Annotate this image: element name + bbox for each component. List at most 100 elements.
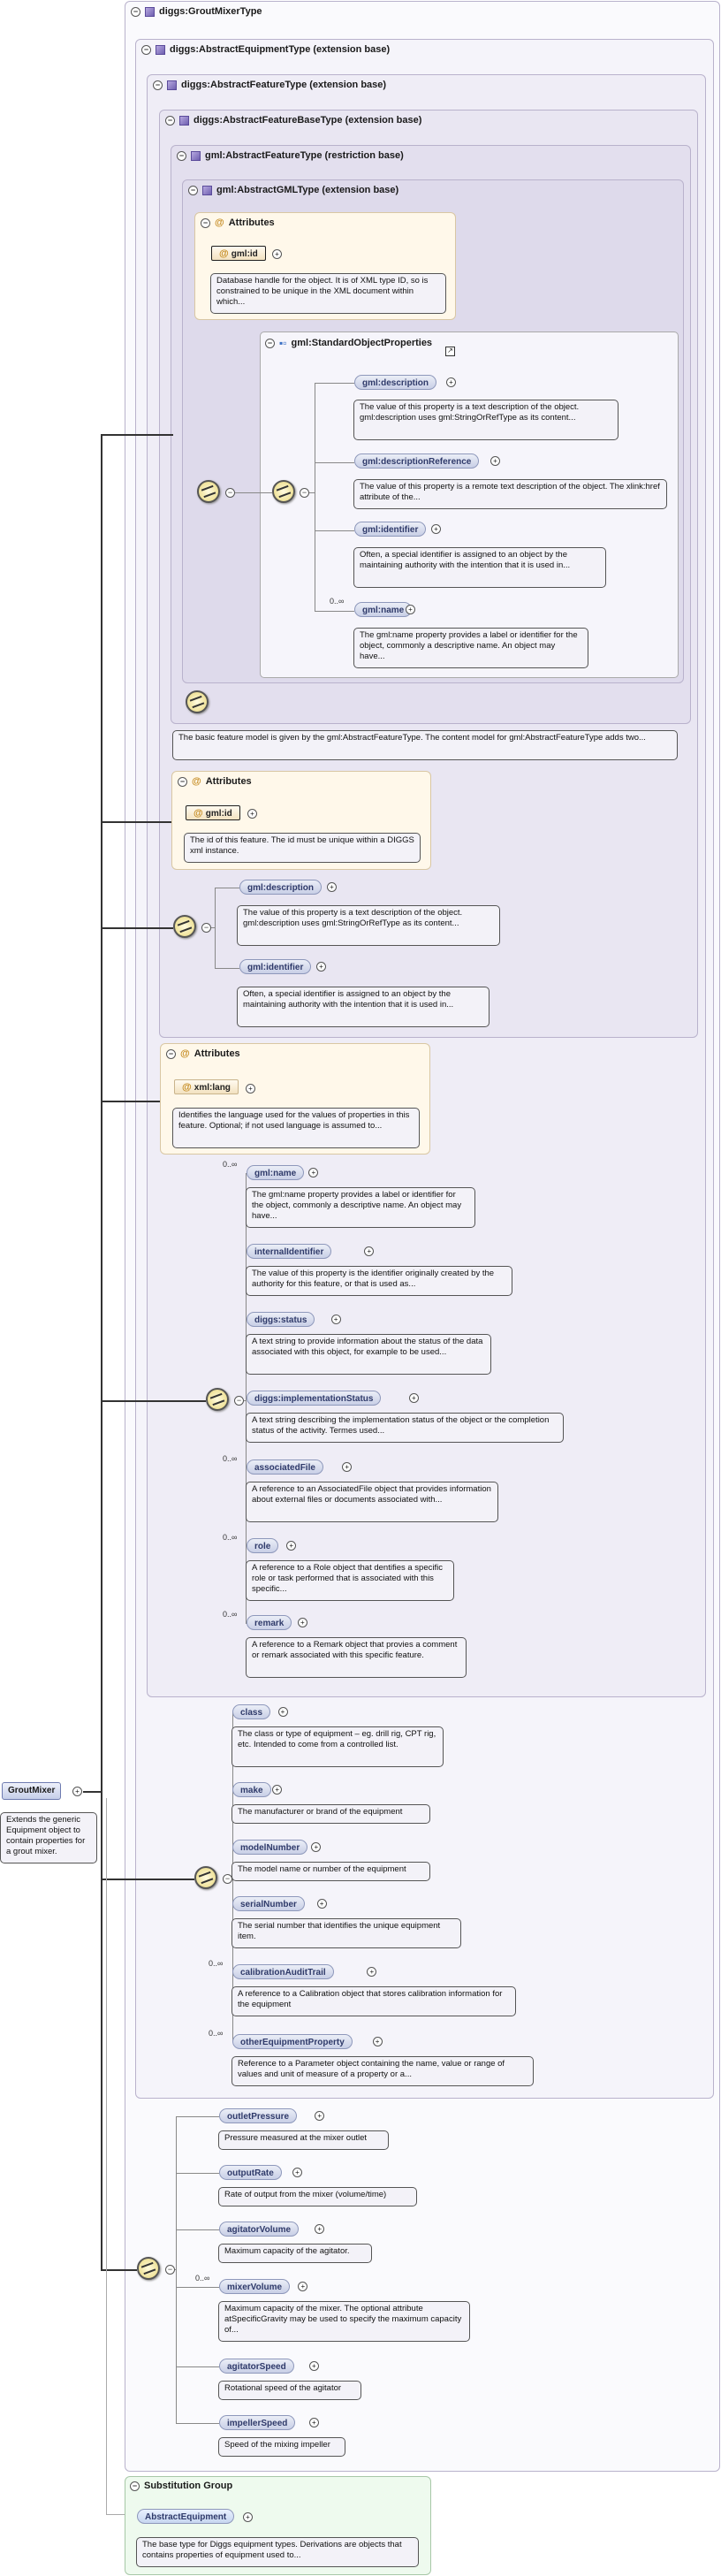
collapse-icon[interactable]: −: [201, 923, 211, 933]
remark-element[interactable]: remark: [247, 1615, 292, 1630]
sequence-compositor-icon[interactable]: [197, 480, 220, 503]
agitator-volume-element[interactable]: agitatorVolume: [219, 2222, 300, 2237]
expand-plus-icon[interactable]: +: [406, 605, 415, 614]
collapse-icon[interactable]: −: [131, 6, 140, 17]
feature-gml-description-element[interactable]: gml:description: [239, 880, 323, 895]
expand-plus-icon[interactable]: +: [408, 1393, 419, 1403]
expand-plus-icon[interactable]: +: [272, 1785, 283, 1795]
gml-name-element[interactable]: gml:name: [354, 602, 413, 617]
model-number-element[interactable]: modelNumber: [232, 1840, 308, 1855]
diggs-implementation-status-desc: A text string describing the implementat…: [246, 1413, 564, 1443]
grout-mixer-type-header[interactable]: −diggs:GroutMixerType: [131, 6, 262, 17]
serial-number-element[interactable]: serialNumber: [232, 1896, 305, 1911]
expand-plus-icon[interactable]: +: [367, 1967, 377, 1977]
attributes-header[interactable]: −@Attributes: [178, 776, 252, 787]
collapse-icon[interactable]: −: [178, 776, 187, 787]
sequence-compositor-icon[interactable]: [194, 1866, 217, 1889]
sequence-compositor-icon[interactable]: [137, 2257, 160, 2280]
expand-plus-icon[interactable]: +: [315, 2111, 325, 2121]
calibration-audit-trail-element[interactable]: calibrationAuditTrail: [232, 1964, 334, 1979]
expand-plus-icon[interactable]: +: [311, 1842, 322, 1852]
expand-plus-icon[interactable]: +: [243, 2512, 253, 2522]
feature-gml-identifier-element[interactable]: gml:identifier: [239, 959, 312, 974]
expand-plus-icon[interactable]: +: [315, 2224, 325, 2234]
attributes-header[interactable]: −@Attributes: [201, 217, 275, 228]
expand-plus-icon[interactable]: +: [364, 1246, 375, 1256]
expand-plus-icon[interactable]: +: [316, 1899, 327, 1909]
collapse-icon[interactable]: −: [225, 488, 235, 498]
xml-lang-attribute[interactable]: @ xml:lang: [174, 1079, 239, 1094]
diggs-implementation-status-element[interactable]: diggs:implementationStatus: [247, 1391, 382, 1406]
class-element[interactable]: class: [232, 1704, 271, 1719]
expand-plus-icon[interactable]: +: [72, 1787, 82, 1796]
attributes-header[interactable]: −@Attributes: [166, 1048, 240, 1059]
standard-properties-header[interactable]: −▪▫gml:StandardObjectProperties: [265, 337, 432, 349]
expand-plus-icon[interactable]: +: [286, 1541, 297, 1551]
gml-description-reference-element[interactable]: gml:descriptionReference: [354, 453, 480, 469]
expand-plus-icon[interactable]: +: [316, 962, 326, 972]
sequence-compositor-icon[interactable]: [173, 915, 196, 938]
role-element[interactable]: role: [247, 1538, 279, 1553]
agitator-speed-element[interactable]: agitatorSpeed: [219, 2359, 294, 2374]
collapse-icon[interactable]: −: [130, 2481, 140, 2491]
gml-abstract-feature-type-header[interactable]: −gml:AbstractFeatureType (restriction ba…: [177, 150, 404, 161]
grout-mixer-root-element[interactable]: GroutMixer: [2, 1782, 62, 1800]
collapse-icon[interactable]: −: [141, 44, 151, 55]
abstract-equipment-type-header[interactable]: −diggs:AbstractEquipmentType (extension …: [141, 44, 390, 55]
expand-plus-icon[interactable]: +: [298, 2282, 308, 2291]
expand-plus-icon[interactable]: +: [308, 1168, 319, 1177]
diggs-status-element[interactable]: diggs:status: [247, 1312, 315, 1327]
expand-plus-icon[interactable]: +: [490, 456, 500, 466]
gml-abstract-gml-type-header[interactable]: −gml:AbstractGMLType (extension base): [188, 185, 398, 195]
calibration-audit-trail-desc: A reference to a Calibration object that…: [231, 1986, 516, 2016]
mixer-volume-element[interactable]: mixerVolume: [219, 2279, 291, 2294]
collapse-icon[interactable]: −: [165, 115, 175, 126]
expand-plus-icon[interactable]: +: [308, 2418, 319, 2427]
collapse-icon[interactable]: −: [300, 488, 309, 498]
output-rate-desc: Rate of output from the mixer (volume/ti…: [218, 2187, 417, 2206]
substitution-group-header[interactable]: −Substitution Group: [130, 2481, 232, 2491]
associated-file-element[interactable]: associatedFile: [247, 1459, 323, 1475]
feature-gml-id-attribute[interactable]: @ gml:id: [186, 805, 240, 820]
output-rate-element[interactable]: outputRate: [219, 2165, 282, 2180]
xml-lang-label: xml:lang: [194, 1083, 231, 1093]
collapse-icon[interactable]: −: [265, 338, 275, 348]
collapse-icon[interactable]: −: [234, 1396, 244, 1406]
agitator-speed-desc: Rotational speed of the agitator: [218, 2381, 361, 2400]
expand-plus-icon[interactable]: +: [292, 2168, 302, 2177]
abstract-feature-base-type-header[interactable]: −diggs:AbstractFeatureBaseType (extensio…: [165, 115, 421, 126]
expand-plus-icon[interactable]: +: [327, 882, 337, 892]
expand-plus-icon[interactable]: +: [247, 809, 257, 819]
abstract-feature-type-header[interactable]: −diggs:AbstractFeatureType (extension ba…: [153, 80, 386, 90]
internal-identifier-element[interactable]: internalIdentifier: [247, 1244, 332, 1259]
expand-plus-icon[interactable]: +: [446, 377, 456, 387]
expand-plus-icon[interactable]: +: [272, 249, 282, 259]
expand-plus-icon[interactable]: +: [277, 1707, 288, 1717]
collapse-icon[interactable]: −: [201, 217, 210, 228]
abstract-equipment-element[interactable]: AbstractEquipment: [137, 2509, 235, 2524]
expand-plus-icon[interactable]: +: [246, 1084, 255, 1094]
expand-plus-icon[interactable]: +: [342, 1462, 353, 1472]
choice-compositor-icon[interactable]: [272, 480, 295, 503]
outlet-pressure-element[interactable]: outletPressure: [219, 2108, 298, 2123]
expand-plus-icon[interactable]: +: [330, 1315, 341, 1324]
collapse-icon[interactable]: −: [188, 185, 198, 195]
sequence-compositor-icon[interactable]: [206, 1388, 229, 1411]
impeller-speed-element[interactable]: impellerSpeed: [219, 2415, 296, 2430]
collapse-icon[interactable]: −: [165, 2265, 175, 2275]
expand-plus-icon[interactable]: +: [297, 1618, 307, 1627]
expand-plus-icon[interactable]: +: [308, 2361, 319, 2371]
make-element[interactable]: make: [232, 1782, 271, 1797]
gml-id-attribute[interactable]: @ gml:id: [211, 246, 266, 261]
external-link-icon[interactable]: ↗: [445, 347, 455, 356]
gml-identifier-element[interactable]: gml:identifier: [354, 522, 427, 537]
collapse-icon[interactable]: −: [177, 150, 186, 161]
gml-name-element[interactable]: gml:name: [247, 1165, 305, 1180]
collapse-icon[interactable]: −: [166, 1048, 176, 1059]
gml-description-element[interactable]: gml:description: [354, 375, 437, 390]
expand-plus-icon[interactable]: +: [431, 524, 441, 534]
sequence-compositor-icon[interactable]: [186, 690, 209, 713]
collapse-icon[interactable]: −: [153, 80, 163, 90]
other-equipment-property-element[interactable]: otherEquipmentProperty: [232, 2034, 353, 2049]
expand-plus-icon[interactable]: +: [372, 2037, 383, 2046]
